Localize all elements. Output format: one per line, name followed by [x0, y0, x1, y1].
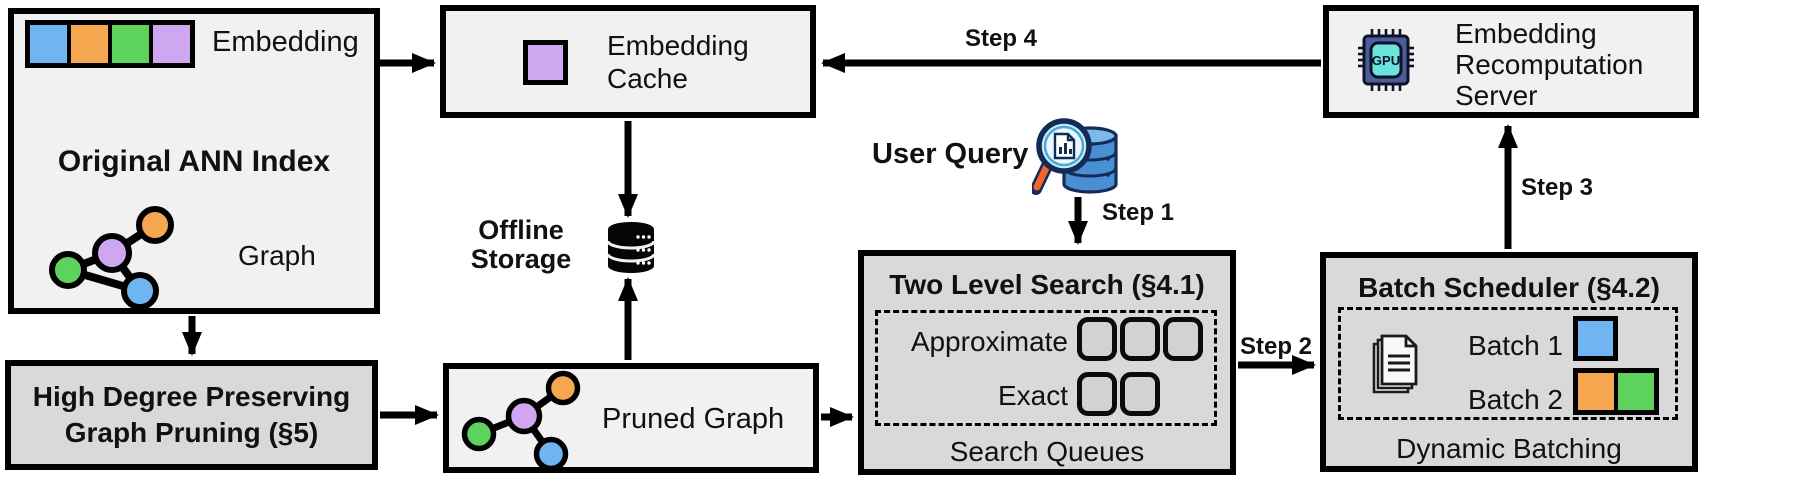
two-level-search-title: Two Level Search (§4.1): [889, 269, 1205, 300]
graph-label: Graph: [238, 240, 316, 271]
high-degree-pruning-box: High Degree Preserving Graph Pruning (§5…: [5, 360, 378, 470]
high-degree-pruning-label: High Degree Preserving Graph Pruning (§5…: [32, 381, 351, 448]
offline-storage-label: Offline Storage: [470, 215, 572, 274]
embedding-cell-green: [112, 25, 149, 63]
queue-slot: [1120, 372, 1160, 416]
queue-slot: [1120, 317, 1160, 361]
batch1-query-square: [1573, 316, 1618, 361]
cached-embedding-square: [523, 40, 568, 85]
pruned-graph-icon: [461, 370, 581, 470]
queue-slot: [1077, 372, 1117, 416]
pruned-graph-label: Pruned Graph: [602, 403, 785, 435]
search-queues-label: Search Queues: [949, 436, 1145, 467]
step2-label: Step 2: [1240, 333, 1313, 360]
offline-storage-database-icon: [606, 222, 656, 273]
query-batch-documents-icon: [1372, 334, 1418, 394]
queue-slot: [1163, 317, 1203, 361]
batch2-square-green: [1618, 373, 1654, 410]
user-query-label: User Query: [872, 138, 1029, 170]
approximate-queue-slots: [1077, 317, 1203, 361]
embedding-cell-orange: [71, 25, 108, 63]
exact-queue-label: Exact: [997, 380, 1068, 411]
search-queues-dashed-box: Approximate Exact: [875, 310, 1217, 426]
queue-slot: [1077, 317, 1117, 361]
gpu-chip-label: GPU: [1372, 53, 1400, 68]
embedding-cache-label: Embedding Cache: [607, 30, 749, 94]
step3-label: Step 3: [1521, 174, 1594, 201]
embedding-cell-purple: [153, 25, 190, 63]
pruned-graph-box: Pruned Graph: [443, 363, 819, 473]
original-ann-index-title: Original ANN Index: [57, 145, 331, 178]
step4-label: Step 4: [965, 25, 1038, 52]
embedding-label: Embedding: [212, 26, 359, 58]
dynamic-batching-label: Dynamic Batching: [1396, 433, 1622, 464]
embedding-cell-blue: [30, 25, 67, 63]
original-graph-icon: [49, 206, 174, 310]
batch-scheduler-box: Batch Scheduler (§4.2) Batch 1 Batch 2: [1320, 252, 1698, 472]
batch2-query-squares: [1573, 368, 1659, 415]
two-level-search-box: Two Level Search (§4.1) Approximate Exac…: [858, 250, 1236, 475]
exact-queue-slots: [1077, 372, 1160, 416]
embedding-vector-strip: [25, 20, 195, 68]
batch2-label: Batch 2: [1468, 384, 1563, 415]
recomputation-server-label: Embedding Recomputation Server: [1455, 18, 1644, 111]
batch1-label: Batch 1: [1468, 330, 1563, 361]
gpu-chip-icon: GPU: [1358, 29, 1414, 91]
recomputation-server-box: GPU Embedding Recomputation Server: [1323, 5, 1699, 118]
dynamic-batching-dashed-box: Batch 1 Batch 2: [1338, 307, 1678, 420]
query-document-glyph: [1053, 132, 1076, 160]
user-query-icon: [1032, 118, 1118, 195]
batch-scheduler-title: Batch Scheduler (§4.2): [1358, 272, 1660, 303]
approximate-queue-label: Approximate: [910, 326, 1068, 357]
original-ann-index-box: Embedding Original ANN Index Graph: [8, 8, 380, 314]
step1-label: Step 1: [1102, 199, 1175, 226]
embedding-cache-box: Embedding Cache: [440, 5, 816, 118]
batch2-square-orange: [1578, 373, 1614, 410]
